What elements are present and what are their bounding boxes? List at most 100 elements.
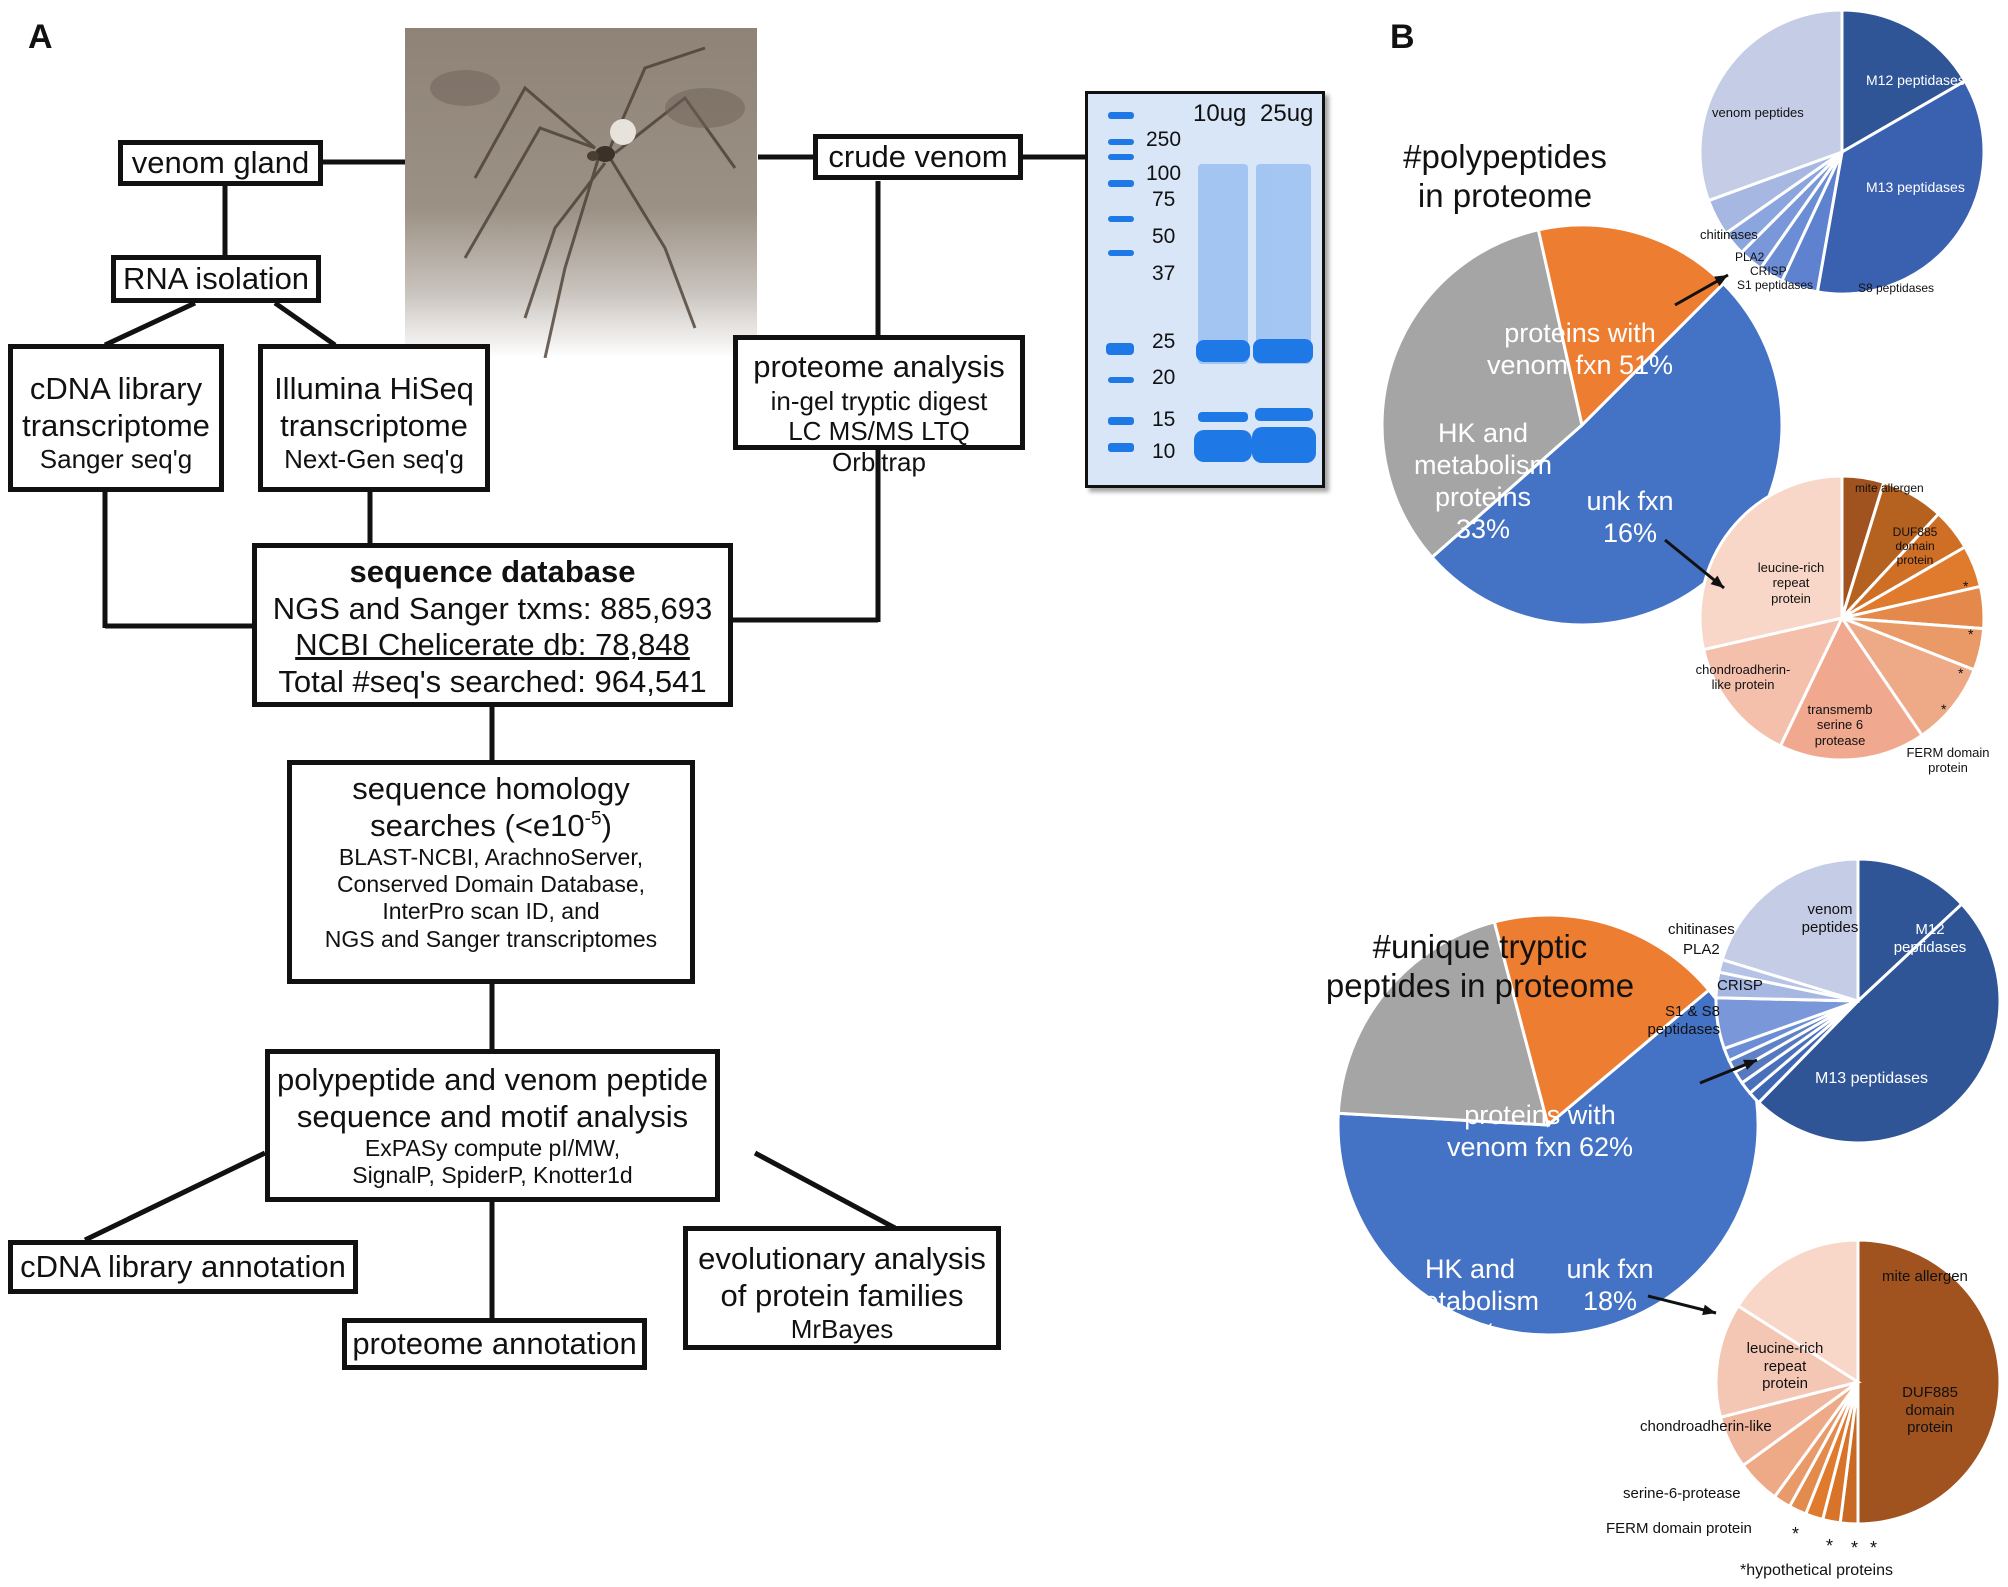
pie1-ub-chon: chondroadherin- like protein xyxy=(1678,662,1808,693)
pie1-vb-m12: M12 peptidases xyxy=(1866,72,1965,88)
illumina-box: Illumina HiSeq transcriptome Next-Gen se… xyxy=(258,344,490,492)
pie2-ub-mite: mite allergen xyxy=(1882,1268,1968,1285)
pie1-vb-chitinases: chitinases xyxy=(1700,227,1758,242)
pie2-ub-star-1: * xyxy=(1792,1524,1800,1544)
proteome-annotation-box: proteome annotation xyxy=(342,1318,647,1370)
pie1-hk-label: HK and metabolism proteins 33% xyxy=(1398,418,1568,545)
pie1-hk-line1: HK and xyxy=(1437,418,1529,448)
gel-lane-label-10ug: 10ug xyxy=(1193,100,1247,127)
pie1-ub-lrr-line2: repeat xyxy=(1772,575,1810,591)
pie2-venom-label: proteins with venom fxn 62% xyxy=(1430,1100,1650,1164)
pie2-venom-line1: proteins with xyxy=(1464,1100,1616,1130)
pie1-venom-slice-7 xyxy=(1698,8,1844,203)
gel-marker-15: 15 xyxy=(1152,408,1176,431)
pie2-ub-star-2: * xyxy=(1826,1536,1834,1556)
pie1-main-slice-1 xyxy=(1380,228,1584,560)
line-rna-cdna xyxy=(103,300,197,348)
pie1-ub-tm: transmemb serine 6 protease xyxy=(1800,702,1880,748)
homology-line5: NGS and Sanger transcriptomes xyxy=(324,925,658,952)
pie2-vb-m12-line1: M12 xyxy=(1915,921,1945,938)
pie2-unk-slice-9 xyxy=(1736,1238,1860,1385)
pie1-ub-chon-line2: like protein xyxy=(1711,677,1775,693)
pie2-vb-s1s8-line2: peptidases xyxy=(1647,1020,1720,1038)
pie2-unk-line2: 18% xyxy=(1582,1285,1638,1316)
evol-line3: MrBayes xyxy=(790,1314,894,1345)
pie2-ub-star-4: * xyxy=(1870,1538,1878,1558)
evolutionary-analysis-box: evolutionary analysis of protein familie… xyxy=(683,1226,1001,1350)
pie2-ub-duf-line1: DUF885 xyxy=(1902,1384,1958,1401)
pie1-ub-duf-line1: DUF885 xyxy=(1892,525,1938,539)
cdna-library-line3: Sanger seq'g xyxy=(39,444,193,475)
pie1-ub-tm-line1: transmemb xyxy=(1807,702,1873,717)
pie1-ub-ferm-line2: protein xyxy=(1928,760,1968,776)
pie2-main-slice-2 xyxy=(1492,913,1711,1128)
pie2-ub-lrr-line3: protein xyxy=(1762,1375,1808,1393)
pie2-venom-slice-0 xyxy=(1856,857,1964,1005)
pie1-title-line1: #polypeptides xyxy=(1403,138,1607,175)
pie1-ub-star-1: * xyxy=(1963,578,1969,594)
spider-drawing xyxy=(430,46,745,358)
pie1-venom-slice-0 xyxy=(1840,8,1968,155)
gel-marker-250: 250 xyxy=(1146,128,1182,151)
sequence-database-title: sequence database xyxy=(349,554,636,589)
proteome-analysis-box: proteome analysis in-gel tryptic digest … xyxy=(733,335,1025,477)
crude-venom-box: crude venom xyxy=(813,134,1023,180)
pie1-vb-s1: S1 peptidases xyxy=(1737,278,1814,292)
proteome-analysis-line1: proteome analysis xyxy=(753,349,1005,384)
evol-line1: evolutionary analysis xyxy=(698,1241,986,1276)
pie1-hk-line4: 33% xyxy=(1455,513,1511,544)
pie1-venom-line2: venom fxn 51% xyxy=(1486,349,1674,380)
homology-line4: InterPro scan ID, and xyxy=(382,898,600,925)
pie1-arrow-unk-head xyxy=(1710,575,1724,588)
pie2-arrow-unk-head xyxy=(1702,1304,1716,1316)
line-motif-cdnaannot xyxy=(83,1150,267,1243)
pie1-ub-ferm-line1: FERM domain xyxy=(1906,745,1990,760)
pie2-main-slice-1 xyxy=(1336,920,1550,1127)
pie1-venom-line1: proteins with xyxy=(1504,318,1656,348)
motif-line1: polypeptide and venom peptide xyxy=(277,1062,708,1097)
pie1-ub-star-3: * xyxy=(1958,665,1964,681)
pie1-unk-slice-7 xyxy=(1778,615,1925,762)
pie1-title: #polypeptides in proteome xyxy=(1385,138,1625,216)
pie2-venom-line2: venom fxn 62% xyxy=(1446,1131,1634,1162)
pie1-ub-duf: DUF885 domain protein xyxy=(1885,525,1945,567)
pie2-vb-m13: M13 peptidases xyxy=(1815,1070,1928,1087)
pie2-unk-label: unk fxn 18% xyxy=(1550,1254,1670,1318)
illumina-line3: Next-Gen seq'g xyxy=(284,444,464,475)
homology-line3: Conserved Domain Database, xyxy=(336,871,646,898)
homology-line1: sequence homology xyxy=(352,771,630,806)
cdna-library-box: cDNA library transcriptome Sanger seq'g xyxy=(8,344,224,492)
pie2-ub-lrr-line1: leucine-rich xyxy=(1746,1340,1824,1357)
sequence-database-line1: NGS and Sanger txms: 885,693 xyxy=(272,590,713,626)
pie1-ub-lrr-line3: protein xyxy=(1771,590,1811,606)
pie2-vb-pla2: PLA2 xyxy=(1683,941,1720,958)
pie2-title: #unique tryptic peptides in proteome xyxy=(1325,928,1635,1006)
pie2-hk-label: HK and metabolism 20% xyxy=(1395,1254,1545,1350)
gel-marker-50: 50 xyxy=(1152,225,1176,248)
illumina-line1: Illumina HiSeq xyxy=(274,371,474,406)
proteome-annotation-label: proteome annotation xyxy=(352,1326,637,1361)
pie1-unk-line2: 16% xyxy=(1602,517,1658,548)
pie1-venom-label: proteins with venom fxn 51% xyxy=(1470,318,1690,382)
pie2-ub-chon: chondroadherin-like xyxy=(1640,1418,1772,1435)
pie2-vb-venom-line2: peptides xyxy=(1801,918,1859,936)
pie2-vb-m12-line2: peptidases xyxy=(1893,938,1967,956)
illumina-line2: transcriptome xyxy=(280,407,468,443)
pie1-unk-label: unk fxn 16% xyxy=(1570,486,1690,550)
pie1-title-line2: in proteome xyxy=(1417,176,1593,214)
pie2-ub-duf-line3: protein xyxy=(1907,1419,1953,1437)
sds-page-gel xyxy=(1085,91,1325,488)
rna-isolation-box: RNA isolation xyxy=(111,255,321,303)
pie2-vb-s1s8-line1: S1 & S8 xyxy=(1664,1003,1720,1020)
pie2-ub-lrr: leucine-rich repeat protein xyxy=(1735,1340,1835,1393)
gel-marker-37: 37 xyxy=(1152,262,1176,285)
pie2-ub-serine: serine-6-protease xyxy=(1623,1485,1741,1502)
pie1-vb-m13: M13 peptidases xyxy=(1866,179,1965,195)
pie2-vb-chitinases: chitinases xyxy=(1668,921,1735,938)
pie2-title-line1: #unique tryptic xyxy=(1372,928,1588,965)
spider-photo xyxy=(405,28,757,358)
pie2-ub-duf: DUF885 domain protein xyxy=(1885,1384,1975,1437)
panel-label-b: B xyxy=(1390,18,1415,56)
